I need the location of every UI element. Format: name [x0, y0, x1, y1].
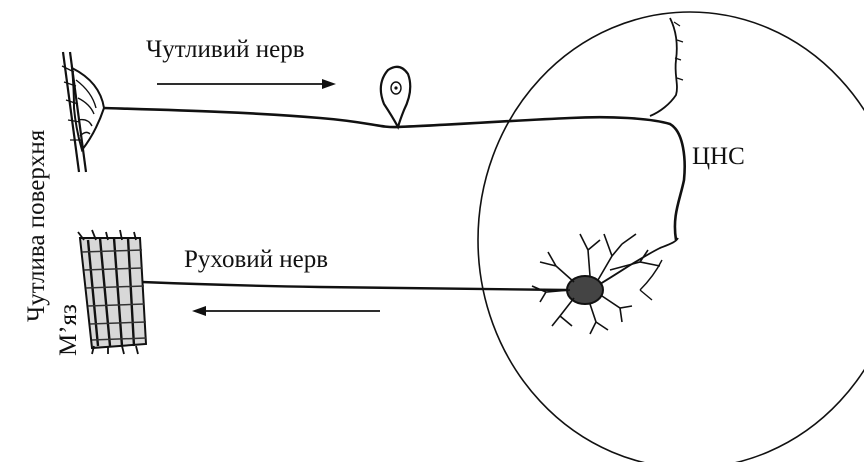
sensory-nerve-fiber — [104, 108, 685, 240]
motor-neuron — [532, 234, 678, 334]
motor-direction-arrow — [192, 306, 380, 316]
sensory-ganglion — [381, 67, 410, 127]
motor-nerve-label: Руховий нерв — [184, 246, 328, 273]
ascending-fiber — [650, 18, 677, 116]
muscle-tissue — [78, 230, 146, 354]
muscle-label: М’яз — [55, 304, 82, 356]
sensory-direction-arrow — [157, 79, 336, 89]
cns-boundary — [478, 12, 864, 462]
cns-label: ЦНС — [692, 143, 745, 170]
sensory-nerve-label: Чутливий нерв — [146, 36, 305, 63]
sensory-receptor — [62, 52, 104, 172]
motor-nerve-fiber — [142, 282, 567, 290]
sensitive-surface-label: Чутлива поверхня — [23, 129, 50, 322]
